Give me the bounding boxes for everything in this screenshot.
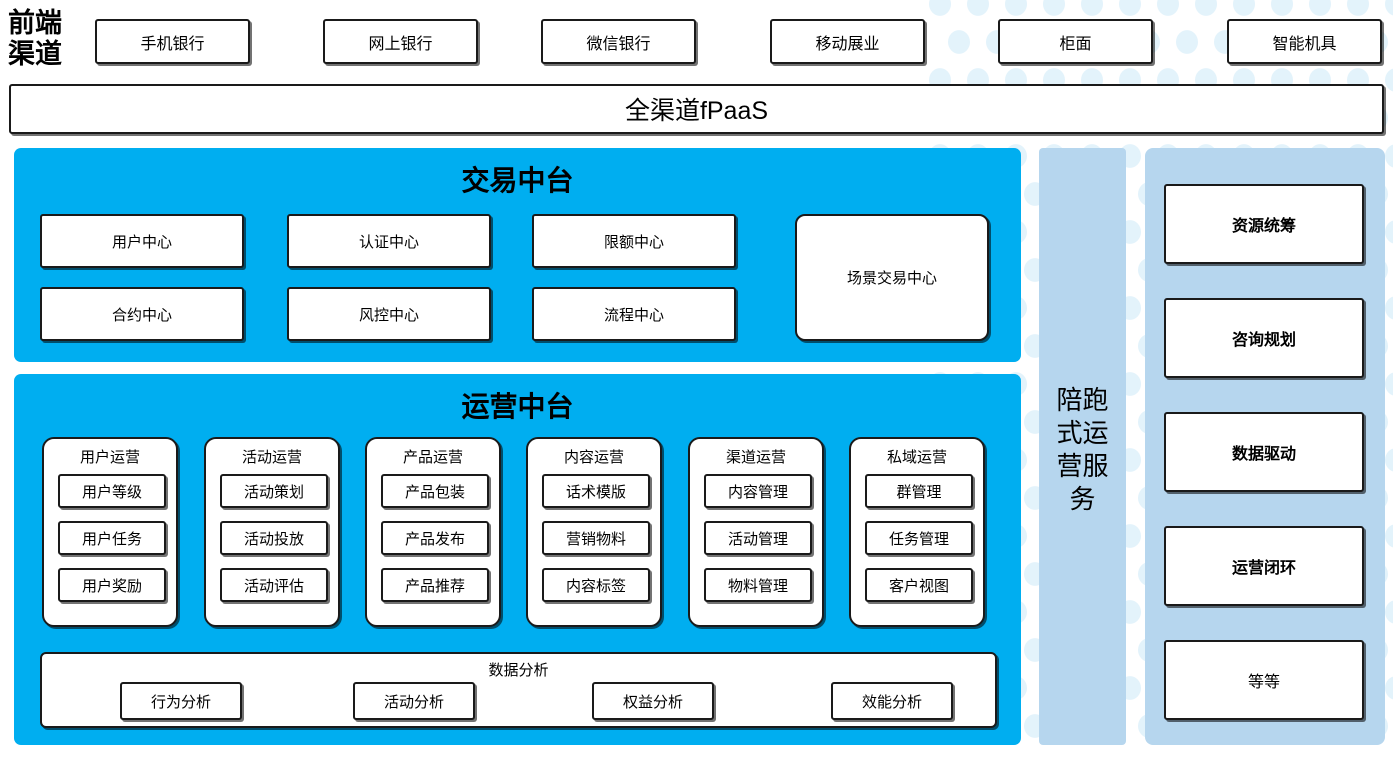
trade-box-process-center[interactable]: 流程中心 (532, 287, 736, 341)
trade-box-user-center[interactable]: 用户中心 (40, 214, 244, 268)
data-analysis-group[interactable]: 数据分析 行为分析 活动分析 权益分析 效能分析 (40, 652, 997, 728)
pillar-etc[interactable]: 等等 (1164, 640, 1364, 720)
channel-wechat-bank[interactable]: 微信银行 (541, 19, 696, 64)
oper-item-task-manage[interactable]: 任务管理 (865, 521, 973, 555)
service-label-line-3: 营服 (1056, 451, 1109, 481)
trade-box-contract-center[interactable]: 合约中心 (40, 287, 244, 341)
oper-item-user-level[interactable]: 用户等级 (58, 474, 166, 508)
pillar-resource-coordination[interactable]: 资源统筹 (1164, 184, 1364, 264)
oper-column-content-operation[interactable]: 内容运营 话术模版 营销物料 内容标签 (526, 437, 662, 627)
oper-item-content-tag[interactable]: 内容标签 (542, 568, 650, 602)
oper-item-product-package[interactable]: 产品包装 (381, 474, 489, 508)
oper-column-channel-operation[interactable]: 渠道运营 内容管理 活动管理 物料管理 (688, 437, 824, 627)
service-label-line-2: 式运 (1056, 418, 1109, 448)
trade-middle-platform-panel: 交易中台 用户中心 认证中心 限额中心 合约中心 风控中心 流程中心 场景交易中… (14, 148, 1021, 362)
oper-item-activity-plan[interactable]: 活动策划 (220, 474, 328, 508)
channel-mobile-biz[interactable]: 移动展业 (770, 19, 925, 64)
oper-item-user-reward[interactable]: 用户奖励 (58, 568, 166, 602)
oper-item-activity-review[interactable]: 活动评估 (220, 568, 328, 602)
channel-mobile-bank[interactable]: 手机银行 (95, 19, 250, 64)
oper-column-title: 用户运营 (79, 449, 140, 466)
trade-platform-title: 交易中台 (461, 165, 574, 196)
oper-item-activity-launch[interactable]: 活动投放 (220, 521, 328, 555)
oper-item-product-recommend[interactable]: 产品推荐 (381, 568, 489, 602)
data-analysis-benefit[interactable]: 权益分析 (592, 682, 714, 720)
oper-item-customer-view[interactable]: 客户视图 (865, 568, 973, 602)
trade-box-limit-center[interactable]: 限额中心 (532, 214, 736, 268)
oper-column-product-operation[interactable]: 产品运营 产品包装 产品发布 产品推荐 (365, 437, 501, 627)
service-label-line-1: 陪跑 (1056, 385, 1109, 415)
oper-column-user-operation[interactable]: 用户运营 用户等级 用户任务 用户奖励 (42, 437, 178, 627)
oper-column-activity-operation[interactable]: 活动运营 活动策划 活动投放 活动评估 (204, 437, 340, 627)
service-pillars-panel: 资源统筹 咨询规划 数据驱动 运营闭环 等等 (1145, 148, 1385, 745)
oper-column-title: 内容运营 (563, 449, 624, 466)
service-label-line-4: 务 (1069, 484, 1096, 514)
operation-middle-platform-panel: 运营中台 用户运营 用户等级 用户任务 用户奖励 活动运营 活动策划 活动投放 … (14, 374, 1021, 745)
oper-item-user-task[interactable]: 用户任务 (58, 521, 166, 555)
data-analysis-title: 数据分析 (488, 662, 549, 679)
oper-column-title: 渠道运营 (725, 449, 786, 466)
front-end-channel-label: 前端 渠道 (8, 8, 84, 70)
pillar-consulting-planning[interactable]: 咨询规划 (1164, 298, 1364, 378)
trade-box-risk-center[interactable]: 风控中心 (287, 287, 491, 341)
oper-item-product-release[interactable]: 产品发布 (381, 521, 489, 555)
oper-item-marketing-material[interactable]: 营销物料 (542, 521, 650, 555)
oper-item-material-manage[interactable]: 物料管理 (704, 568, 812, 602)
operation-platform-title: 运营中台 (461, 391, 574, 422)
front-end-channel-label-line-1: 前端 (8, 8, 62, 38)
oper-item-group-manage[interactable]: 群管理 (865, 474, 973, 508)
pillar-operation-closed-loop[interactable]: 运营闭环 (1164, 526, 1364, 606)
pillar-data-driven[interactable]: 数据驱动 (1164, 412, 1364, 492)
channel-counter[interactable]: 柜面 (998, 19, 1153, 64)
trade-box-auth-center[interactable]: 认证中心 (287, 214, 491, 268)
data-analysis-performance[interactable]: 效能分析 (831, 682, 953, 720)
accompanying-operation-service-column: 陪跑 式运 营服 务 (1039, 148, 1126, 745)
oper-column-title: 活动运营 (241, 449, 302, 466)
accompanying-operation-service-label: 陪跑 式运 营服 务 (1039, 384, 1126, 516)
front-end-channel-label-line-2: 渠道 (8, 39, 62, 69)
data-analysis-activity[interactable]: 活动分析 (353, 682, 475, 720)
channel-internet-bank[interactable]: 网上银行 (323, 19, 478, 64)
data-analysis-behavior[interactable]: 行为分析 (120, 682, 242, 720)
omnichannel-fpaas-bar[interactable]: 全渠道fPaaS (9, 84, 1384, 134)
oper-item-content-manage[interactable]: 内容管理 (704, 474, 812, 508)
oper-column-title: 私域运营 (886, 449, 947, 466)
oper-column-title: 产品运营 (402, 449, 463, 466)
oper-column-private-domain-operation[interactable]: 私域运营 群管理 任务管理 客户视图 (849, 437, 985, 627)
oper-item-activity-manage[interactable]: 活动管理 (704, 521, 812, 555)
channel-smart-device[interactable]: 智能机具 (1227, 19, 1382, 64)
oper-item-script-template[interactable]: 话术模版 (542, 474, 650, 508)
trade-box-scenario-trade-center[interactable]: 场景交易中心 (795, 214, 989, 341)
front-end-channel-row: 前端 渠道 手机银行 网上银行 微信银行 移动展业 柜面 智能机具 (0, 8, 1393, 69)
